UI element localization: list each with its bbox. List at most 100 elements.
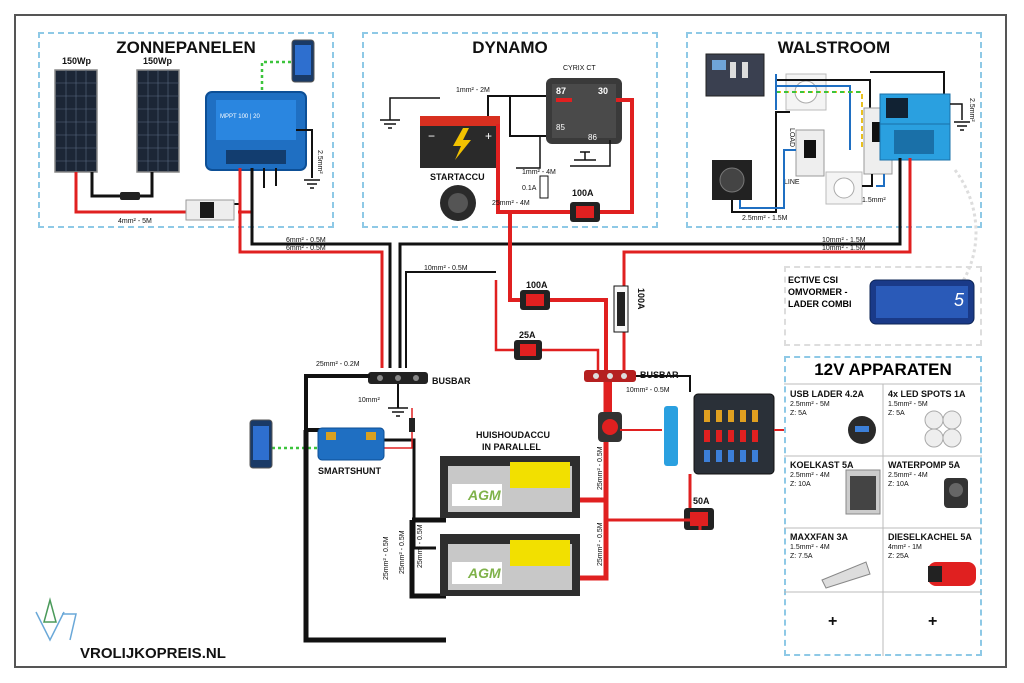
cee-inlet [712,160,752,200]
shore-inlet-panel [705,53,765,97]
svg-text:−: − [428,129,435,143]
cable-label-2: 6mm² - 0.5M [286,245,326,252]
water-pump-icon [944,478,968,508]
smartshunt [317,427,385,461]
appliance-led-title: 4x LED SPOTS 1A [888,389,966,399]
shore-cable-c: 2.5mm² [968,98,975,122]
svg-text:+: + [485,129,492,143]
agm-label-2: AGM [467,565,501,581]
cyrix-30: 30 [598,86,608,96]
mc4-connector [120,192,140,200]
appliance-heater-title: DIESELKACHEL 5A [888,532,972,542]
solar-ground-label: 2.5mm² [316,150,323,174]
label-load: LOAD [788,128,795,147]
led-spots-icon [924,410,962,448]
cyrix-relay [546,78,622,144]
solar-cable-label: 4mm² - 5M [118,218,152,225]
switch-symbol [574,151,596,161]
solar-breaker [185,199,235,221]
appliance-pump-cable: 2.5mm² - 4M [888,472,928,479]
appliance-usb-title: USB LADER 4.2A [790,389,865,399]
cable-label-9: 25mm² - 0.5M [383,536,390,580]
fuse-100a-1-label: 100A [526,280,548,290]
appliance-led-cable: 1.5mm² - 5M [888,401,928,408]
cyrix-87: 87 [556,86,566,96]
cable-label-7: 10mm² [358,397,380,404]
fuse-100a-inline [613,285,629,333]
diesel-heater-icon [928,562,976,586]
small-fuse-label: 0.1A [522,185,537,192]
mppt-controller [205,91,307,171]
appliance-heater-cable: 4mm² - 1M [888,544,922,551]
section-title-dynamo: DYNAMO [472,38,548,57]
fuse-dynamo-100a [570,202,600,222]
cable-label-4: 10mm² - 1.5M [822,245,866,252]
cable-label-8: 10mm² - 0.5M [626,387,670,394]
ective-inverter [869,279,975,325]
appliance-usb-fuse: Z: 5A [790,410,807,417]
cyrix-85: 85 [556,123,565,132]
shunt-fuse [409,418,415,432]
fuse-50a-label: 50A [693,496,710,506]
appliance-add-left: + [828,613,838,630]
fuse-25a-label: 25A [519,330,536,340]
smartshunt-label: SMARTSHUNT [318,466,381,476]
panel2-label: 150Wp [143,56,173,66]
shore-cable-a: 2.5mm² - 1.5M [742,215,788,222]
section-solar: ZONNEPANELEN [38,32,334,228]
dynamo-switch-label: 1mm² - 4M [522,169,556,176]
fuse-box [693,393,775,475]
push-button [440,185,476,221]
shore-cable-b: 1.5mm² [862,197,886,204]
dynamo-main-label: 25mm² - 4M [492,200,530,207]
fridge-icon [845,469,881,515]
socket-bottom [825,171,863,205]
usb-charger-icon [848,416,876,444]
inverter-label: ECTIVE CSI OMVORMER - LADER COMBI [788,274,852,310]
appliance-pump-fuse: Z: 10A [888,481,909,488]
inverter-badge: 5 [954,290,965,310]
agm-label-1: AGM [467,487,501,503]
inverter-label-line2: OMVORMER - [788,287,848,297]
appliance-fan-cable: 1.5mm² - 4M [790,544,830,551]
cyrix-label: CYRIX CT [563,65,596,72]
logo-icon [35,597,77,642]
house-battery-1 [440,456,580,518]
panel1-label: 150Wp [62,56,92,66]
busbar-negative-label: BUSBAR [432,376,471,386]
shore-inverter-unit [879,93,951,161]
cyrix-86: 86 [588,133,597,142]
solar-panel-2 [136,69,180,173]
cable-label-1: 6mm² - 0.5M [286,237,326,244]
busbar-positive [584,370,636,382]
phone-icon-solar [291,39,315,83]
appliance-fridge-fuse: Z: 10A [790,481,811,488]
cable-label-6: 25mm² - 0.2M [316,361,360,368]
fuse-100a-1 [520,290,550,310]
circuit-breaker-load [795,129,825,177]
house-battery-2 [440,534,580,596]
appliance-fridge-title: KOELKAST 5A [790,460,854,470]
cable-label-13: 25mm² - 0.5M [597,522,604,566]
section-title-solar: ZONNEPANELEN [116,38,256,57]
cable-label-3: 10mm² - 1.5M [822,237,866,244]
appliance-led-fuse: Z: 5A [888,410,905,417]
fuse-100a-inline-label: 100A [636,288,646,310]
inverter-label-line1: ECTIVE CSI [788,275,839,285]
maxxfan-icon [821,561,871,589]
appliance-usb-cable: 2.5mm² - 5M [790,401,830,408]
appliance-add-right: + [928,613,938,630]
cyrix-blue-relay [664,406,678,466]
ground-symbol-solar [304,179,320,189]
section-title-shore: WALSTROOM [777,38,891,57]
appliance-fan-title: MAXXFAN 3A [790,532,849,542]
battery-title-2: IN PARALLEL [482,442,541,452]
appliance-fan-fuse: Z: 7.5A [790,553,813,560]
inverter-label-line3: LADER COMBI [788,299,852,309]
small-fuse [539,175,549,199]
ground-symbol-dynamo [380,97,440,129]
diagram-frame [14,14,1007,668]
site-logo-text: VROLIJKOPREIS.NL [80,645,226,662]
cable-label-11: 25mm² - 0.5M [417,524,424,568]
